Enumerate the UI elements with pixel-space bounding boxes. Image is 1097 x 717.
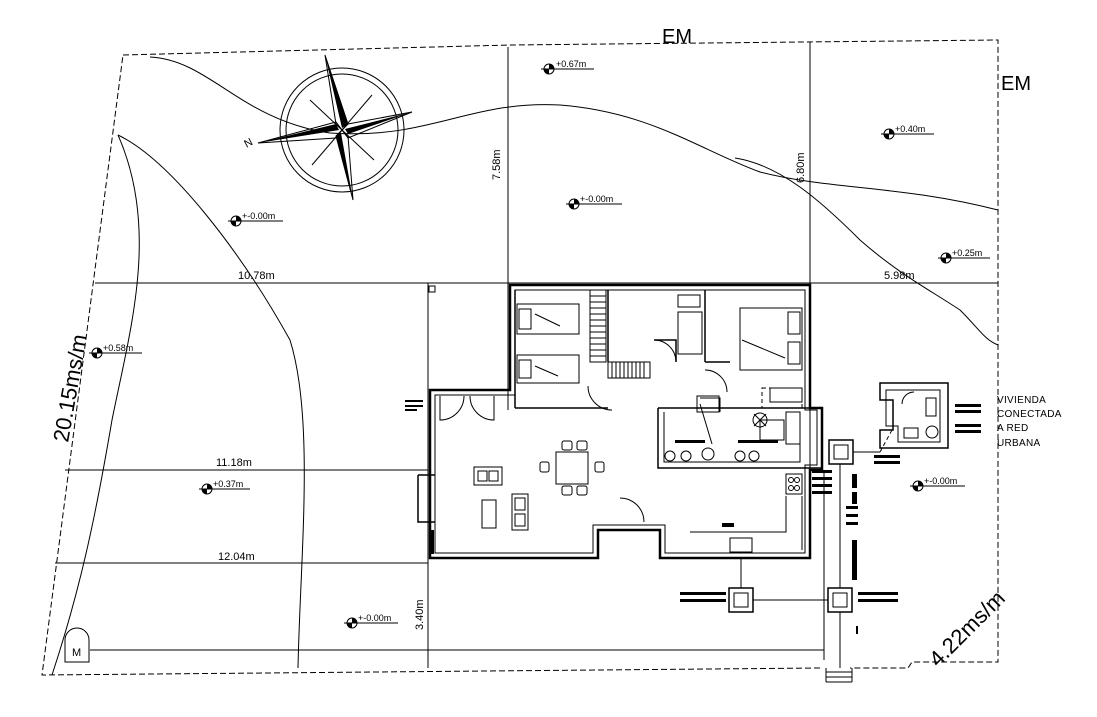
svg-text:CONECTADA: CONECTADA (997, 409, 1062, 420)
em-label-right: EM (1001, 73, 1031, 95)
svg-text:VIVIENDA: VIVIENDA (997, 395, 1046, 406)
lot-boundary (41, 39, 999, 676)
dimension-5-98: 5.98m (884, 270, 915, 282)
contour-line-top-a (149, 56, 999, 211)
annotation-tags (675, 404, 981, 634)
north-arrow-icon: N (242, 136, 255, 150)
svg-text:+-0.00m: +-0.00m (358, 613, 391, 623)
level-marker: +0.37m (199, 479, 250, 495)
level-marker: +0.40m (881, 124, 934, 140)
level-marker: +-0.00m (228, 211, 283, 227)
survey-mark (428, 285, 436, 293)
svg-text:M: M (72, 647, 81, 659)
north-compass: N (242, 54, 413, 201)
drainage-system (728, 382, 949, 683)
svg-text:+0.25m: +0.25m (952, 248, 982, 258)
slope-label-left: 20.15ms/m (48, 332, 92, 444)
dimension-12-04: 12.04m (218, 551, 255, 563)
em-label-top: EM (662, 26, 692, 48)
contour-line-top-b (734, 157, 999, 346)
slope-label-right: 4.22ms/m (924, 586, 1010, 672)
contour-line-left (51, 134, 140, 676)
level-marker: +0.58m (89, 343, 142, 359)
level-marker: +0.25m (938, 248, 990, 264)
level-marker: +-0.00m (344, 613, 398, 629)
dimension-10-78: 10.78m (238, 270, 275, 282)
meter-symbol: M (64, 627, 90, 663)
level-marker: +0.67m (541, 59, 594, 75)
annotation-block (405, 405, 423, 407)
dimension-7-58: 7.58m (491, 149, 503, 180)
svg-text:+0.58m: +0.58m (103, 343, 133, 353)
svg-text:+-0.00m: +-0.00m (580, 194, 613, 204)
svg-text:A RED: A RED (997, 423, 1029, 434)
svg-text:+0.67m: +0.67m (556, 59, 586, 69)
dimension-6-80: 6.80m (795, 152, 807, 183)
svg-text:+-0.00m: +-0.00m (242, 211, 275, 221)
svg-text:URBANA: URBANA (997, 438, 1041, 449)
level-marker: +-0.00m (566, 194, 622, 210)
annotation-block (405, 400, 423, 402)
annotation-block (431, 530, 434, 554)
contour-line-center (117, 134, 305, 669)
svg-text:+0.40m: +0.40m (895, 124, 925, 134)
network-connection-note: VIVIENDA CONECTADA A RED URBANA (997, 395, 1062, 449)
svg-text:+-0.00m: +-0.00m (924, 476, 957, 486)
annotation-block (405, 409, 417, 411)
house-floor-plan (417, 283, 824, 560)
dimension-11-18: 11.18m (216, 457, 252, 469)
svg-text:+0.37m: +0.37m (213, 479, 243, 489)
dimension-3-40: 3.40m (414, 599, 426, 630)
level-marker: +-0.00m (910, 476, 965, 492)
svg-text:N: N (242, 136, 255, 150)
